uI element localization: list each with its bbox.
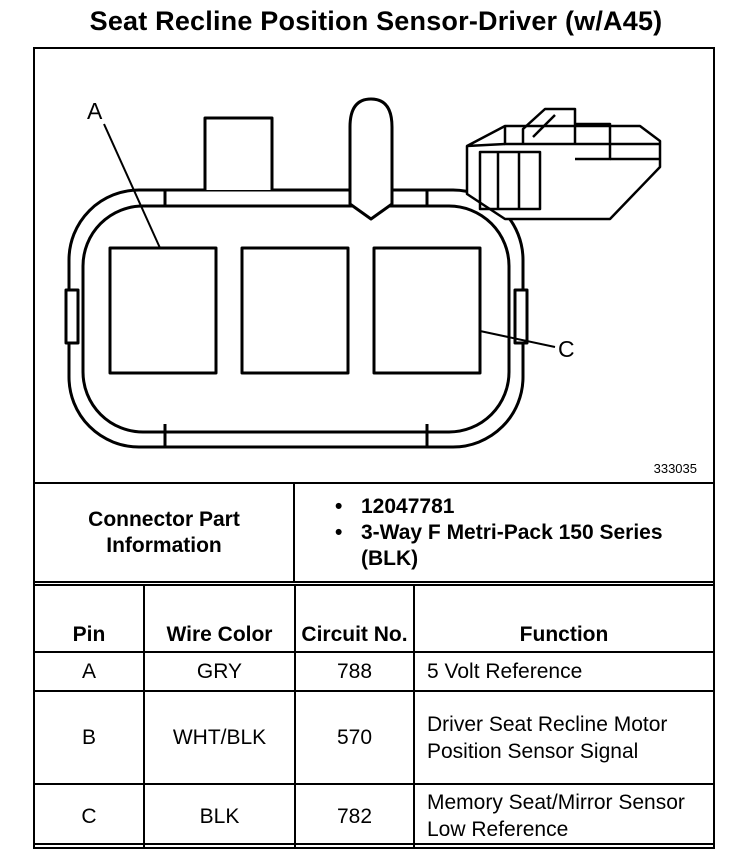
connector-diagram-frame: A C 333035 bbox=[33, 47, 715, 845]
polarization-key bbox=[348, 97, 394, 221]
connector-face-diagram: A C bbox=[64, 97, 662, 449]
wire-color-cell: WHT/BLK bbox=[143, 690, 296, 785]
header-circuit-no: Circuit No. bbox=[294, 584, 415, 653]
pin-table: Pin Wire Color Circuit No. Function A GR… bbox=[33, 584, 715, 849]
circuit-cell: 570 bbox=[294, 690, 415, 785]
pin-table-header: Pin Wire Color Circuit No. Function bbox=[33, 584, 715, 653]
function-cell: Memory Seat/Mirror Sensor Low Reference bbox=[413, 783, 715, 849]
circuit-cell: 788 bbox=[294, 651, 415, 692]
pin-cell: B bbox=[33, 690, 145, 785]
figure-number: 333035 bbox=[653, 461, 697, 476]
cavity-a bbox=[108, 246, 218, 375]
table-row: A GRY 788 5 Volt Reference bbox=[33, 651, 715, 692]
header-pin: Pin bbox=[33, 584, 145, 653]
pin-cell: C bbox=[33, 783, 145, 849]
function-cell: 5 Volt Reference bbox=[413, 651, 715, 692]
callout-a: A bbox=[87, 98, 103, 124]
cavity-c bbox=[372, 246, 482, 375]
connector-iso-view bbox=[465, 107, 662, 221]
connector-outer-shell bbox=[67, 188, 525, 449]
page-title: Seat Recline Position Sensor-Driver (w/A… bbox=[89, 6, 663, 36]
wire-color-cell: BLK bbox=[143, 783, 296, 849]
pin-cell: A bbox=[33, 651, 145, 692]
part-number: 12047781 bbox=[335, 494, 713, 520]
connector-part-info-list: 12047781 3-Way F Metri-Pack 150 Series (… bbox=[293, 482, 715, 583]
callout-c: C bbox=[558, 336, 575, 362]
header-wire-color: Wire Color bbox=[143, 584, 296, 653]
connector-part-info-label: Connector Part Information bbox=[33, 482, 295, 583]
connector-inner-shell bbox=[81, 204, 511, 434]
table-row: C BLK 782 Memory Seat/Mirror Sensor Low … bbox=[33, 783, 715, 849]
wire-color-cell: GRY bbox=[143, 651, 296, 692]
function-cell: Driver Seat Recline Motor Position Senso… bbox=[413, 690, 715, 785]
connector-part-info: Connector Part Information 12047781 3-Wa… bbox=[33, 482, 715, 583]
latch-tab bbox=[203, 116, 274, 190]
circuit-cell: 782 bbox=[294, 783, 415, 849]
cavity-b bbox=[240, 246, 350, 375]
header-function: Function bbox=[413, 584, 715, 653]
connector-type: 3-Way F Metri-Pack 150 Series (BLK) bbox=[335, 520, 713, 572]
table-row: B WHT/BLK 570 Driver Seat Recline Motor … bbox=[33, 690, 715, 785]
